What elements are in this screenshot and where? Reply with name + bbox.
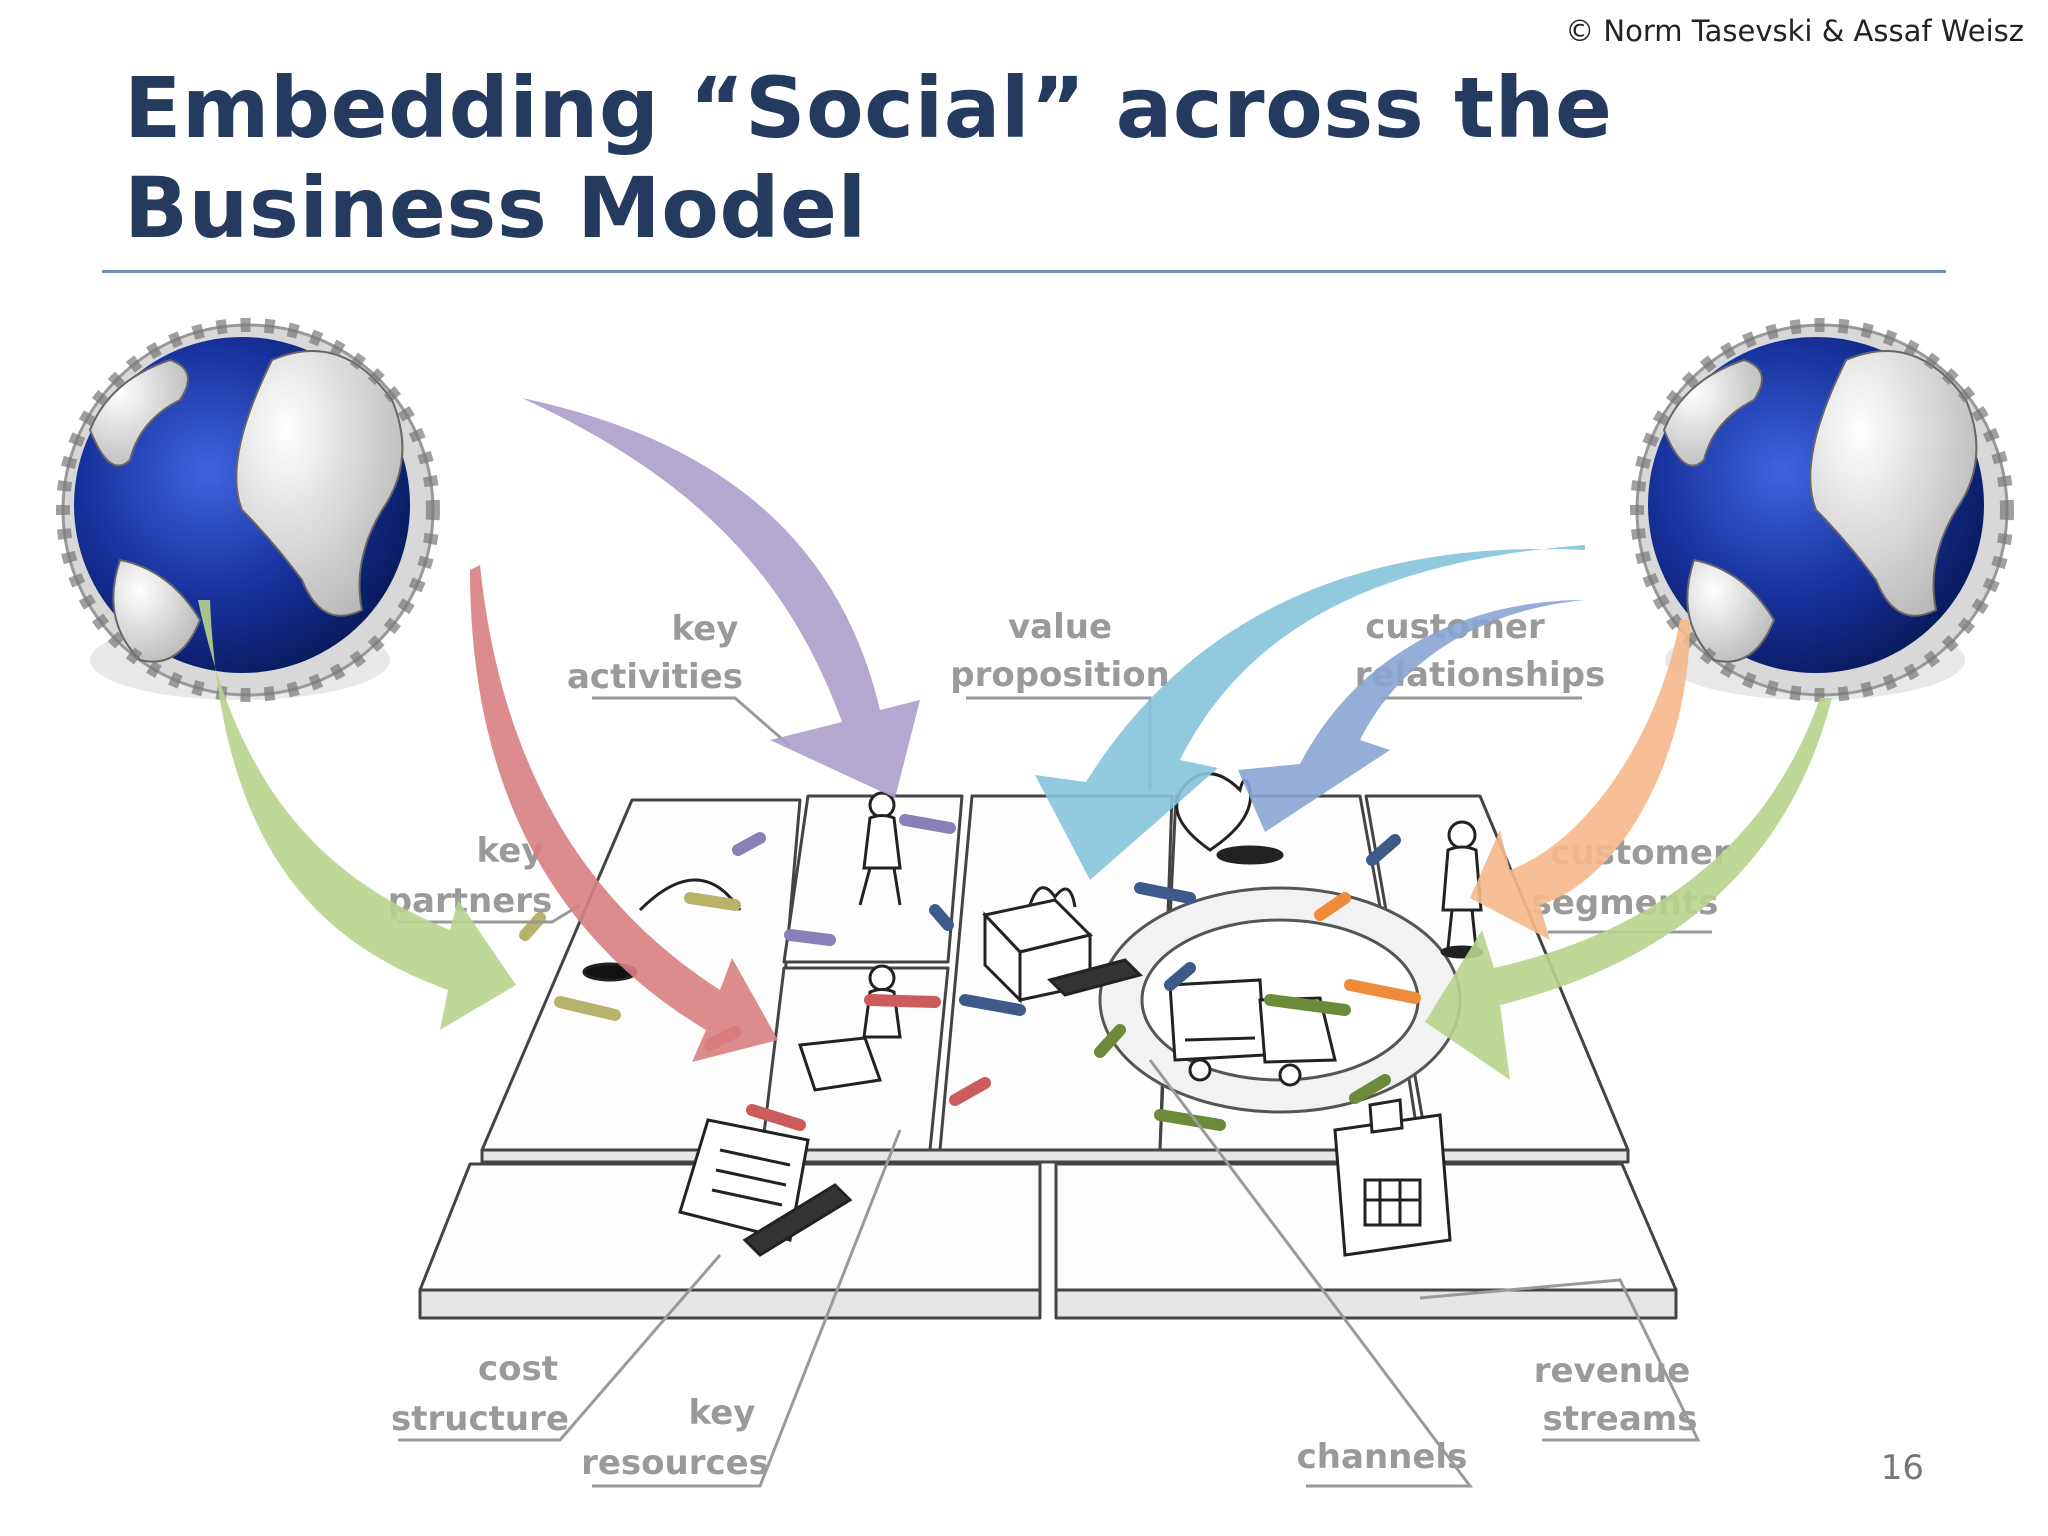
- arrow-cyan: [1035, 545, 1585, 880]
- page-number: 16: [1880, 1448, 1924, 1488]
- social-dashes: [519, 814, 1421, 1131]
- gift-box-sketch: [982, 886, 1143, 1004]
- label-key-activities-line2: activities: [567, 657, 743, 697]
- board-edge-top: [480, 1148, 1630, 1164]
- board-edge-bottom-left: [418, 1288, 1042, 1320]
- slide-title: Embedding “Social” across the Business M…: [124, 59, 1613, 257]
- label-key-activities-line1: key: [672, 609, 739, 649]
- label-cost-structure-line1: cost: [478, 1349, 558, 1389]
- social-arrows: [198, 398, 1832, 1080]
- arrow-orange: [1470, 620, 1690, 940]
- sketch-objects: [582, 772, 1484, 1257]
- label-cost-structure-line2: structure: [391, 1399, 569, 1439]
- label-key-resources-line1: key: [689, 1393, 756, 1433]
- arrow-blue: [1238, 600, 1585, 832]
- heart-sketch: [1175, 772, 1284, 865]
- label-key-resources-line2: resources: [581, 1443, 769, 1483]
- arrow-red: [470, 565, 778, 1062]
- copyright-notice: © Norm Tasevski & Assaf Weisz: [1565, 14, 2024, 48]
- globe-left: [56, 318, 440, 702]
- person-sketch-worker: [858, 791, 902, 906]
- truck-sketch: [1168, 978, 1337, 1087]
- label-channels: channels: [1297, 1437, 1468, 1477]
- cash-register-sketch: [1333, 1098, 1452, 1257]
- person-sketch-lab: [797, 964, 902, 1092]
- arrow-purple: [522, 398, 920, 798]
- label-value-proposition-line2: proposition: [950, 655, 1170, 695]
- board-block-key-activities: [782, 794, 964, 964]
- person-sketch-customer: [1440, 820, 1484, 959]
- label-revenue-streams-line1: revenue: [1534, 1351, 1691, 1391]
- label-value-proposition-line1: value: [1008, 607, 1112, 647]
- arrow-green-left: [198, 600, 516, 1030]
- globe-right: [1630, 318, 2014, 702]
- arrow-green-right: [1425, 698, 1832, 1080]
- board-edge-bottom-right: [1054, 1288, 1678, 1320]
- label-revenue-streams-line2: streams: [1543, 1399, 1698, 1439]
- document-sketch: [678, 1118, 853, 1257]
- title-divider: [102, 270, 1946, 273]
